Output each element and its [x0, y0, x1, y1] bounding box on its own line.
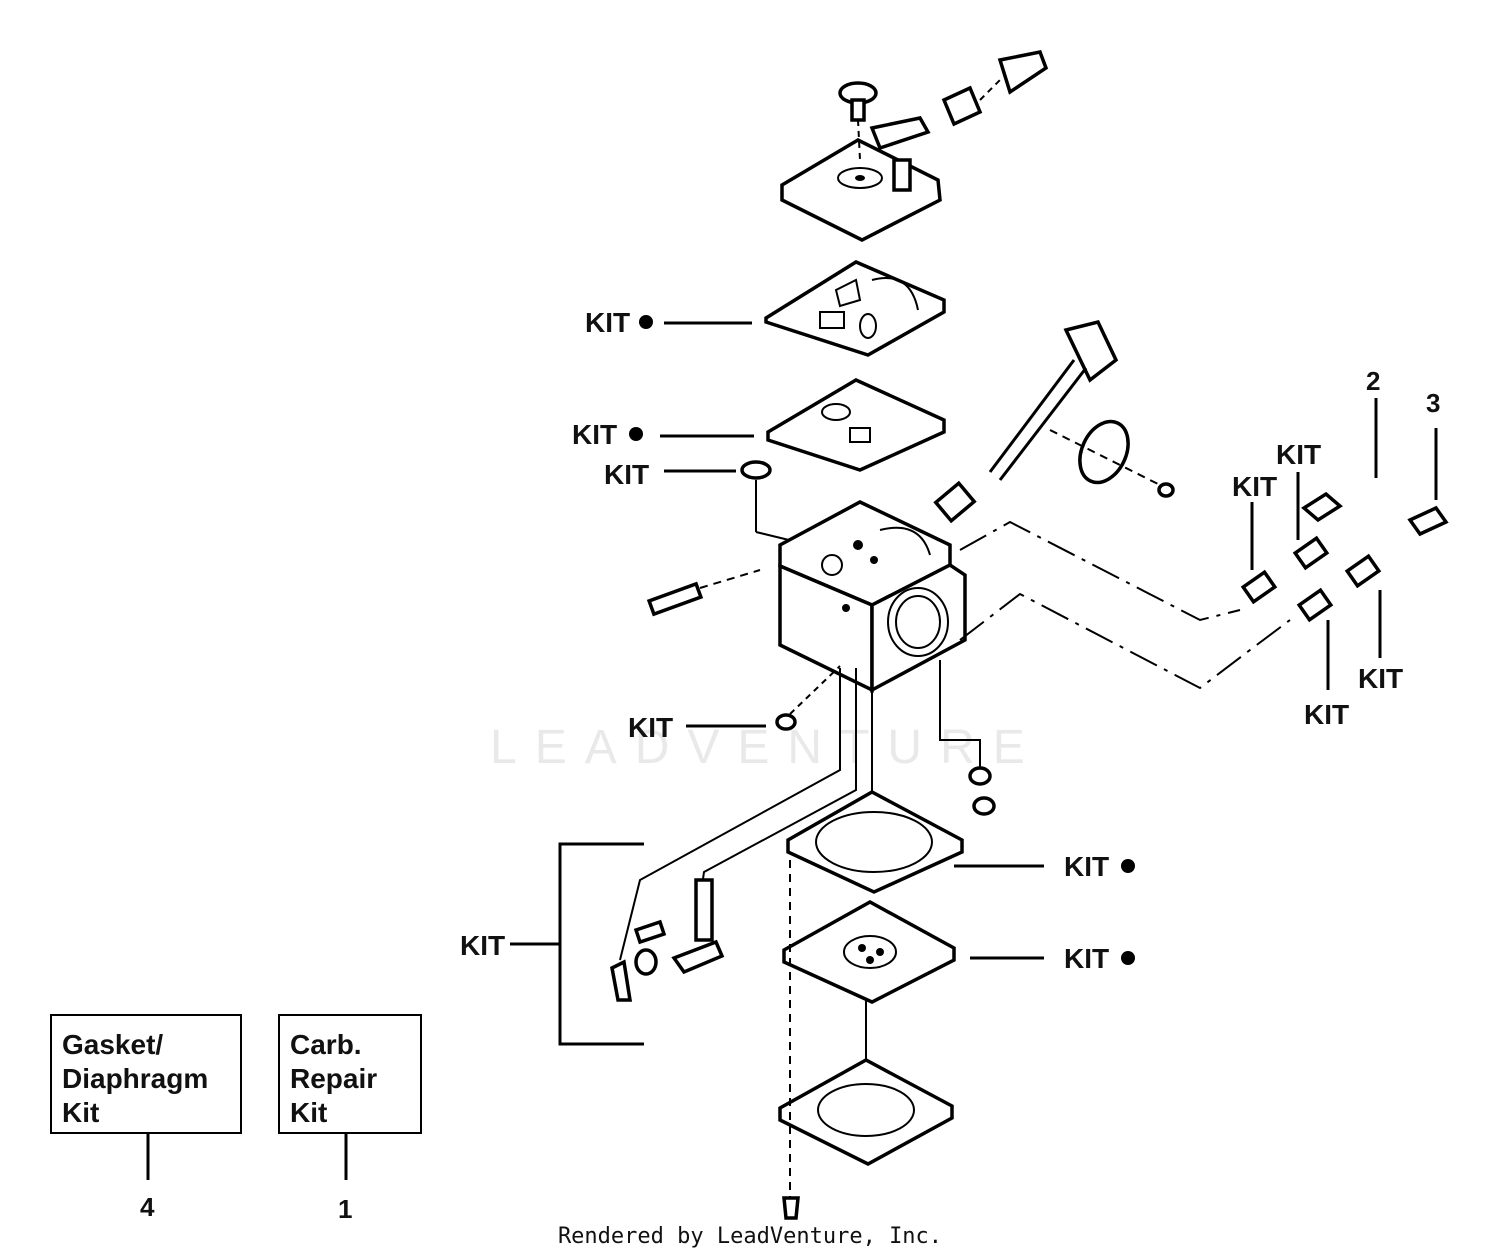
kit-label: KIT: [585, 307, 630, 338]
adjusting-needles: [1240, 491, 1449, 623]
box-line: Kit: [62, 1097, 100, 1128]
kit-label: KIT: [1358, 663, 1403, 694]
inlet-needle: [869, 49, 1049, 151]
box-line: Kit: [290, 1097, 328, 1128]
throttle-plate: [1049, 419, 1175, 498]
watermark: LEADVENTURE: [490, 721, 1043, 774]
box-line: Diaphragm: [62, 1063, 209, 1094]
kit-label: KIT: [460, 930, 505, 961]
callout-number-2: 2: [1366, 366, 1380, 396]
metering-diaphragm: [782, 900, 956, 1004]
float-pin: [646, 569, 761, 617]
kit-label: KIT: [1064, 851, 1109, 882]
gasket-upper: [764, 260, 946, 357]
box-line: Carb.: [290, 1029, 362, 1060]
throttle-shaft: [933, 319, 1119, 524]
pump-cover: [780, 138, 942, 242]
body-screw: [775, 665, 841, 731]
metering-gasket: [786, 790, 964, 894]
kit-label: KIT: [572, 419, 617, 450]
kit-label: KIT: [628, 712, 673, 743]
cover-screw: [838, 81, 878, 161]
kit-label: KIT: [1304, 699, 1349, 730]
carb-repair-kit-box: Carb. Repair Kit: [278, 1014, 422, 1134]
bottom-cover: [778, 1058, 954, 1166]
callout-number-3: 3: [1426, 388, 1440, 418]
callout-number-4: 4: [140, 1192, 155, 1222]
callout-number-1: 1: [338, 1194, 352, 1224]
gasket-diaphragm-kit-box: Gasket/ Diaphragm Kit: [50, 1014, 242, 1134]
metering-lever-kit: [610, 878, 725, 1002]
carburetor-body: [778, 500, 967, 693]
kit-label: KIT: [1232, 471, 1277, 502]
kit-label: KIT: [1276, 439, 1321, 470]
footer-credit: Rendered by LeadVenture, Inc.: [557, 1224, 943, 1249]
box-line: Gasket/: [62, 1029, 164, 1060]
inlet-screen: [740, 460, 772, 480]
pump-diaphragm: [766, 378, 946, 472]
box-line: Repair: [290, 1063, 378, 1094]
cover-screw-bottom: [782, 1196, 800, 1220]
kit-label: KIT: [604, 459, 649, 490]
welch-plug: [939, 660, 996, 816]
kit-label: KIT: [1064, 943, 1109, 974]
